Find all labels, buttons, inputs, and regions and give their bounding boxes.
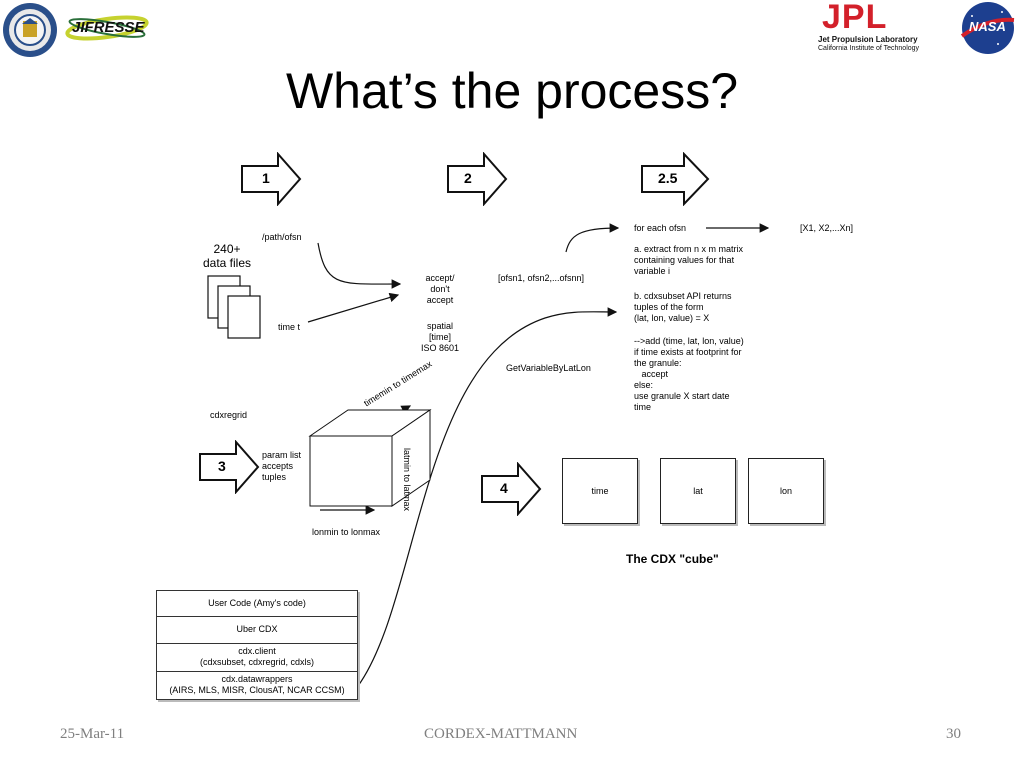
param-line-1: param list	[262, 450, 302, 460]
time-label: time t	[278, 322, 301, 332]
stack-to-subset-curve	[357, 307, 618, 687]
step-c-line-7: time	[634, 402, 652, 412]
cdxregrid-label: cdxregrid	[210, 410, 248, 420]
slide-title: What’s the process?	[285, 63, 739, 119]
spatial-line-3: ISO 8601	[420, 343, 460, 353]
path-label: /path/ofsn	[262, 232, 302, 242]
step-arrow-2-5: 2.5	[640, 151, 710, 207]
cube-cell-lon-label: lon	[779, 485, 792, 496]
cube-cell-lon: lon	[748, 458, 824, 524]
data-file-pages	[207, 275, 261, 339]
step-c-line-4: accept	[634, 369, 669, 379]
jpl-logo-line1: Jet Propulsion Laboratory	[818, 35, 918, 44]
jifresse-logo-text: JIFRESSE	[72, 19, 145, 36]
path-to-accept-curve	[317, 242, 402, 289]
accept-line-2: don't	[430, 284, 450, 294]
step-b-line-3: (lat, lon, value) = X	[634, 313, 710, 323]
stack-row-user-code: User Code (Amy's code)	[157, 591, 357, 618]
for-each-label: for each ofsn	[634, 223, 687, 233]
step-label-1: 1	[262, 170, 270, 186]
footer-date: 25-Mar-11	[60, 726, 125, 742]
step-label-4: 4	[500, 480, 508, 496]
step-arrow-1: 1	[240, 151, 302, 207]
ofsn-list: [ofsn1, ofsn2,...ofsnn]	[498, 273, 585, 283]
university-seal-logo	[2, 2, 58, 58]
ofsn-to-foreach-curve	[565, 223, 620, 253]
jpl-logo-wordmark: JPL	[822, 0, 888, 36]
cube-cell-lat-label: lat	[693, 485, 703, 496]
step-arrow-4: 4	[480, 461, 542, 517]
step-arrow-2: 2	[446, 151, 508, 207]
jpl-logo: JPL Jet Propulsion Laboratory California…	[814, 0, 940, 56]
cube-caption: The CDX "cube"	[626, 552, 719, 566]
cube-cell-lat: lat	[660, 458, 736, 524]
footer-center: CORDEX-MATTMANN	[424, 726, 578, 742]
step-label-2: 2	[464, 170, 472, 186]
stack-row-uber-cdx: Uber CDX	[157, 617, 357, 644]
slide-number: 30	[946, 726, 961, 742]
jpl-logo-line2: California Institute of Technology	[818, 45, 920, 52]
spatial-line-1: spatial	[426, 321, 453, 331]
step-c-line-3: the granule:	[634, 358, 682, 368]
jifresse-logo: JIFRESSE	[64, 6, 150, 50]
step-c-line-5: else:	[634, 380, 654, 390]
cube-cell-time-label: time	[591, 485, 609, 496]
stack-row-cdx-client: cdx.client (cdxsubset, cdxregrid, cdxls)	[157, 644, 357, 672]
step-label-2-5: 2.5	[658, 170, 678, 186]
step-label-3: 3	[218, 458, 226, 474]
nasa-logo-text: NASA	[969, 19, 1006, 34]
data-files-count: 240+	[213, 242, 241, 256]
param-line-3: tuples	[262, 472, 287, 482]
accept-line-3: accept	[426, 295, 454, 305]
step-c-line-6: use granule X start date	[634, 391, 730, 401]
step-a-line-1: a. extract from n x m matrix	[634, 244, 744, 254]
nasa-logo: NASA	[958, 0, 1018, 56]
step-b-line-2: tuples of the form	[634, 302, 704, 312]
param-cube	[308, 409, 432, 507]
step-b-line-1: b. cdxsubset API returns	[634, 291, 732, 301]
cube-cell-time: time	[562, 458, 638, 524]
data-files-label: data files	[202, 256, 252, 270]
step-c-line-2: if time exists at footprint for	[634, 347, 742, 357]
time-to-accept-line	[307, 292, 400, 323]
stack-row-cdx-datawrappers: cdx.datawrappers (AIRS, MLS, MISR, Clous…	[169, 674, 345, 696]
param-line-2: accepts	[262, 461, 294, 471]
latmin-label: latmin to latmax	[402, 448, 412, 512]
software-stack: User Code (Amy's code) Uber CDX cdx.clie…	[156, 590, 358, 700]
result-list: [X1, X2,...Xn]	[800, 223, 854, 233]
step-a-line-3: variable i	[634, 266, 671, 276]
step-arrow-3: 3	[198, 439, 260, 495]
lonmin-label: lonmin to lonmax	[312, 527, 381, 537]
step-c-line-1: -->add (time, lat, lon, value)	[634, 336, 744, 346]
spatial-line-2: [time]	[428, 332, 451, 342]
accept-line-1: accept/	[425, 273, 455, 283]
get-variable-label: GetVariableByLatLon	[506, 363, 591, 373]
step-a-line-2: containing values for that	[634, 255, 735, 265]
